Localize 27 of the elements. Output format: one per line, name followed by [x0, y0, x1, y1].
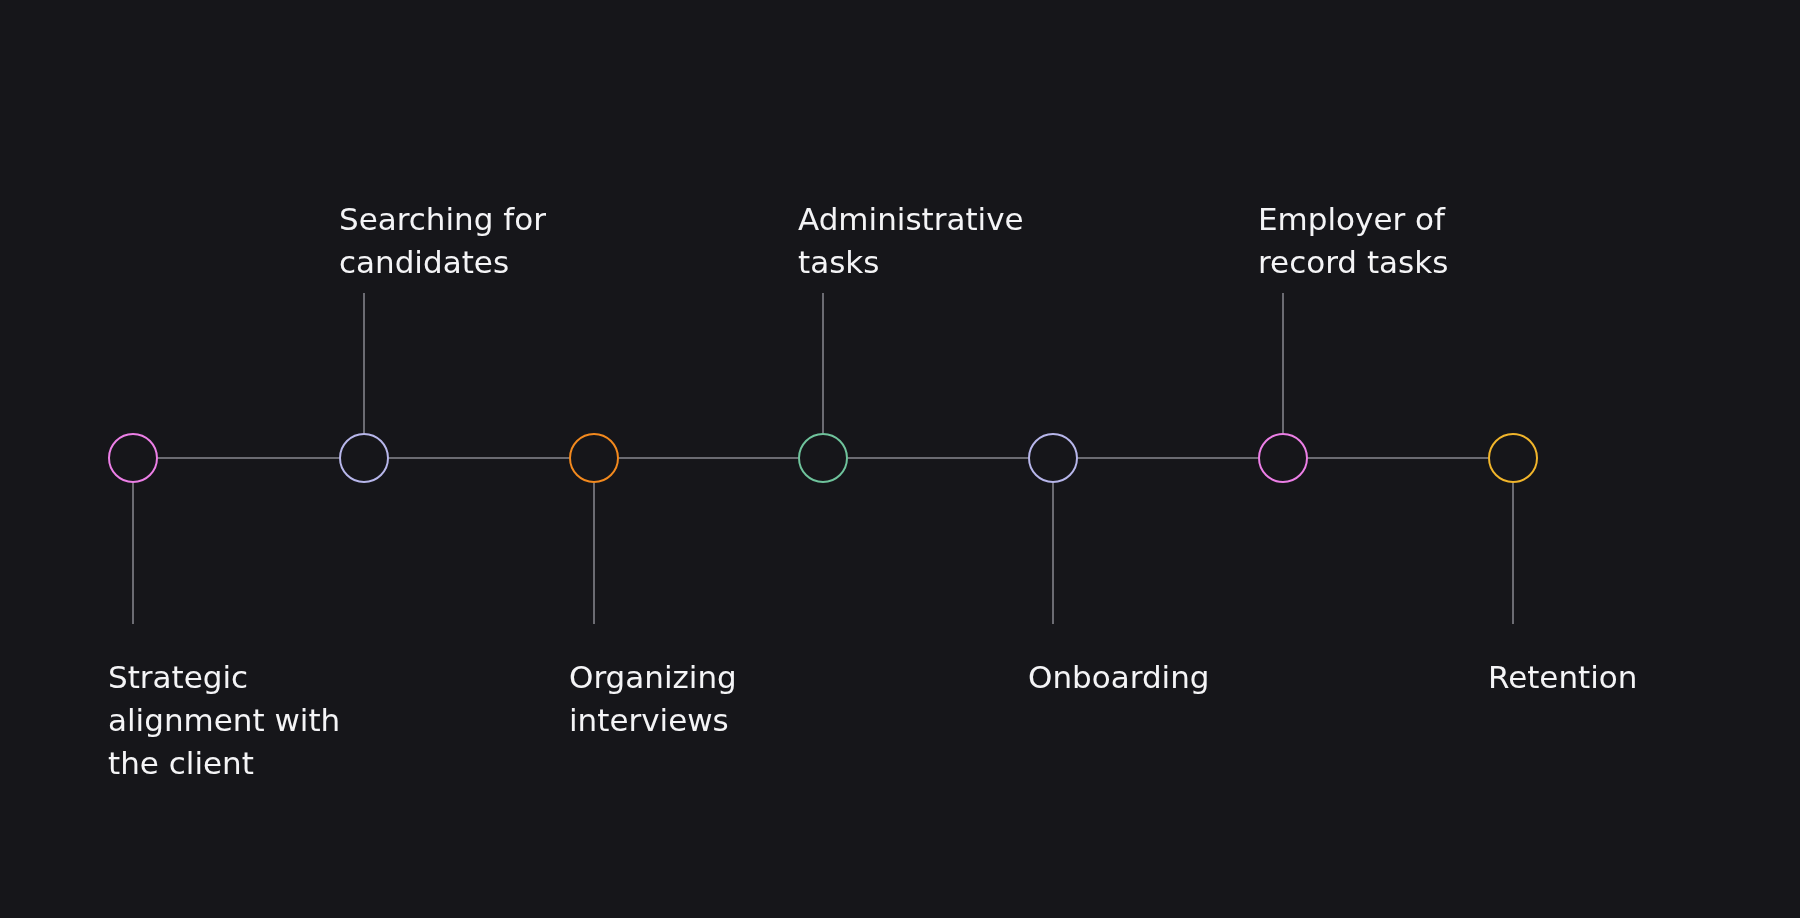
leader-line [822, 292, 824, 434]
timeline-circle [1258, 433, 1308, 483]
step-label: Employer of record tasks [1258, 198, 1528, 293]
timeline-connector [1307, 457, 1489, 459]
leader-line [1052, 482, 1054, 625]
leader-line [132, 482, 134, 625]
leader-line [1512, 482, 1514, 625]
step-label: Administrative tasks [798, 198, 1068, 293]
timeline-connector [847, 457, 1029, 459]
leader-line [593, 482, 595, 625]
step-label: Retention [1488, 624, 1758, 774]
timeline-circle [1488, 433, 1538, 483]
timeline-connector [157, 457, 340, 459]
step-label: Strategic alignment with the client [108, 624, 378, 774]
step-label: Organizing interviews [569, 624, 839, 774]
timeline-circle [108, 433, 158, 483]
timeline-connector [1077, 457, 1259, 459]
timeline-circle [1028, 433, 1078, 483]
timeline-connector [388, 457, 570, 459]
timeline-circle [339, 433, 389, 483]
step-label: Searching for candidates [339, 198, 609, 293]
timeline-connector [618, 457, 799, 459]
leader-line [363, 292, 365, 434]
step-label: Onboarding [1028, 624, 1298, 774]
timeline-circle [798, 433, 848, 483]
leader-line [1282, 292, 1284, 434]
timeline-circle [569, 433, 619, 483]
